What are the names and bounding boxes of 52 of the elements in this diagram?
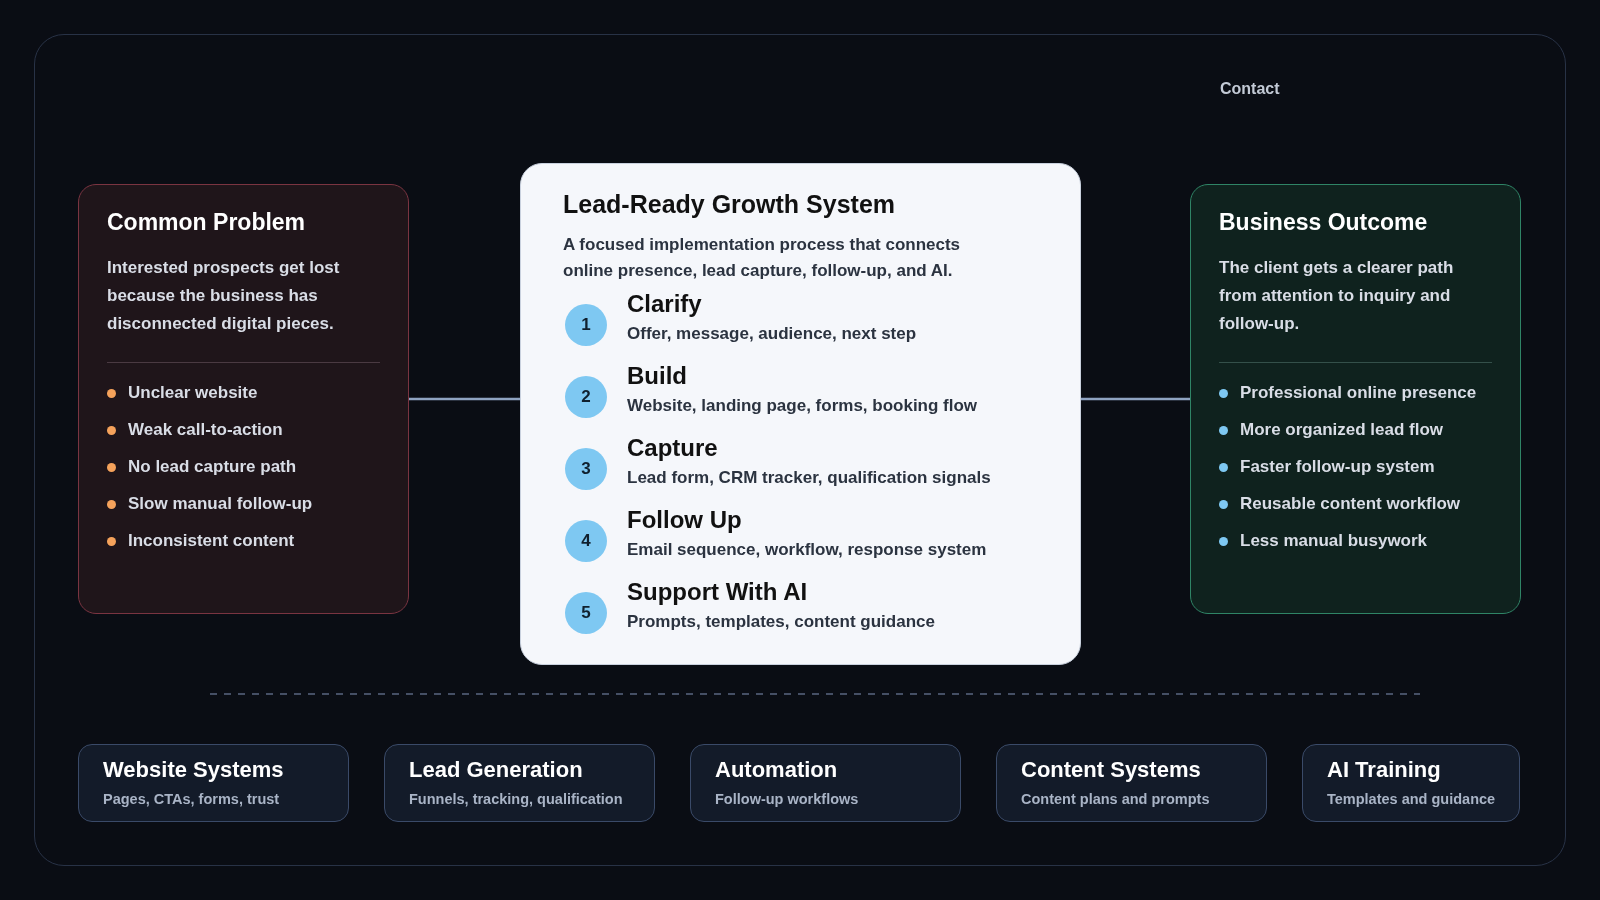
description-text: The client gets a clearer path from attention to inquiry and follow-up. — [1219, 257, 1455, 335]
bullet-item: Professional online presence — [1219, 383, 1492, 403]
service-card — [996, 744, 1267, 822]
panel-heading: Lead-Ready Growth System — [563, 190, 896, 219]
card-heading: Lead Generation — [409, 757, 584, 783]
service-card — [690, 744, 961, 822]
step-title: Capture — [627, 434, 718, 462]
bullet-item: Inconsistent content — [107, 531, 380, 551]
step-number-badge: 5 — [565, 592, 607, 634]
card-description: Content plans and prompts — [1021, 791, 1211, 807]
step-number-badge: 1 — [565, 304, 607, 346]
step-title: Clarify — [627, 290, 702, 318]
step-description: Prompts, templates, content guidance — [627, 612, 935, 632]
connector-line — [409, 397, 520, 401]
step-title: Build — [627, 362, 687, 390]
card-heading: AI Training — [1327, 757, 1442, 783]
panel-heading: Common Problem — [107, 209, 307, 236]
card-description: Funnels, tracking, qualification — [409, 791, 624, 807]
step-title: Follow Up — [627, 506, 742, 534]
step-number-badge: 3 — [565, 448, 607, 490]
bullet-item: Weak call-to-action — [107, 420, 380, 440]
service-card — [1302, 744, 1520, 822]
step-number-badge: 4 — [565, 520, 607, 562]
card-description: Pages, CTAs, forms, trust — [103, 791, 281, 807]
bullet-item: Faster follow-up system — [1219, 457, 1492, 477]
step-number-badge: 2 — [565, 376, 607, 418]
description-text: A focused implementation process that connects online presence, lead capture, follow-up, and AI. — [563, 234, 962, 282]
bullet-item: Slow manual follow-up — [107, 494, 380, 514]
card-heading: Content Systems — [1021, 757, 1202, 783]
bullet-item: Unclear website — [107, 383, 380, 403]
card-description: Follow-up workflows — [715, 791, 860, 807]
bullet-item: No lead capture path — [107, 457, 380, 477]
connector-line — [1081, 397, 1190, 401]
step-description: Lead form, CRM tracker, qualification signals — [627, 468, 991, 488]
panel-heading: Business Outcome — [1219, 209, 1429, 236]
bullet-item: Reusable content workflow — [1219, 494, 1492, 514]
bullet-item: Less manual busywork — [1219, 531, 1492, 551]
step-title: Support With AI — [627, 578, 808, 606]
problem-panel — [78, 184, 409, 614]
outcome-panel — [1190, 184, 1521, 614]
step-description: Website, landing page, forms, booking flow — [627, 396, 978, 416]
process-panel — [520, 163, 1081, 665]
step-description: Offer, message, audience, next step — [627, 324, 917, 344]
card-heading: Website Systems — [103, 757, 285, 783]
service-card — [78, 744, 349, 822]
service-card — [384, 744, 655, 822]
description-text: Interested prospects get lost because the business has disconnected digital pieces. — [107, 257, 341, 335]
contact-label: Contact — [1220, 80, 1280, 98]
card-description: Templates and guidance — [1327, 791, 1495, 807]
bullet-item: More organized lead flow — [1219, 420, 1492, 440]
card-heading: Automation — [715, 757, 839, 783]
step-description: Email sequence, workflow, response system — [627, 540, 987, 560]
